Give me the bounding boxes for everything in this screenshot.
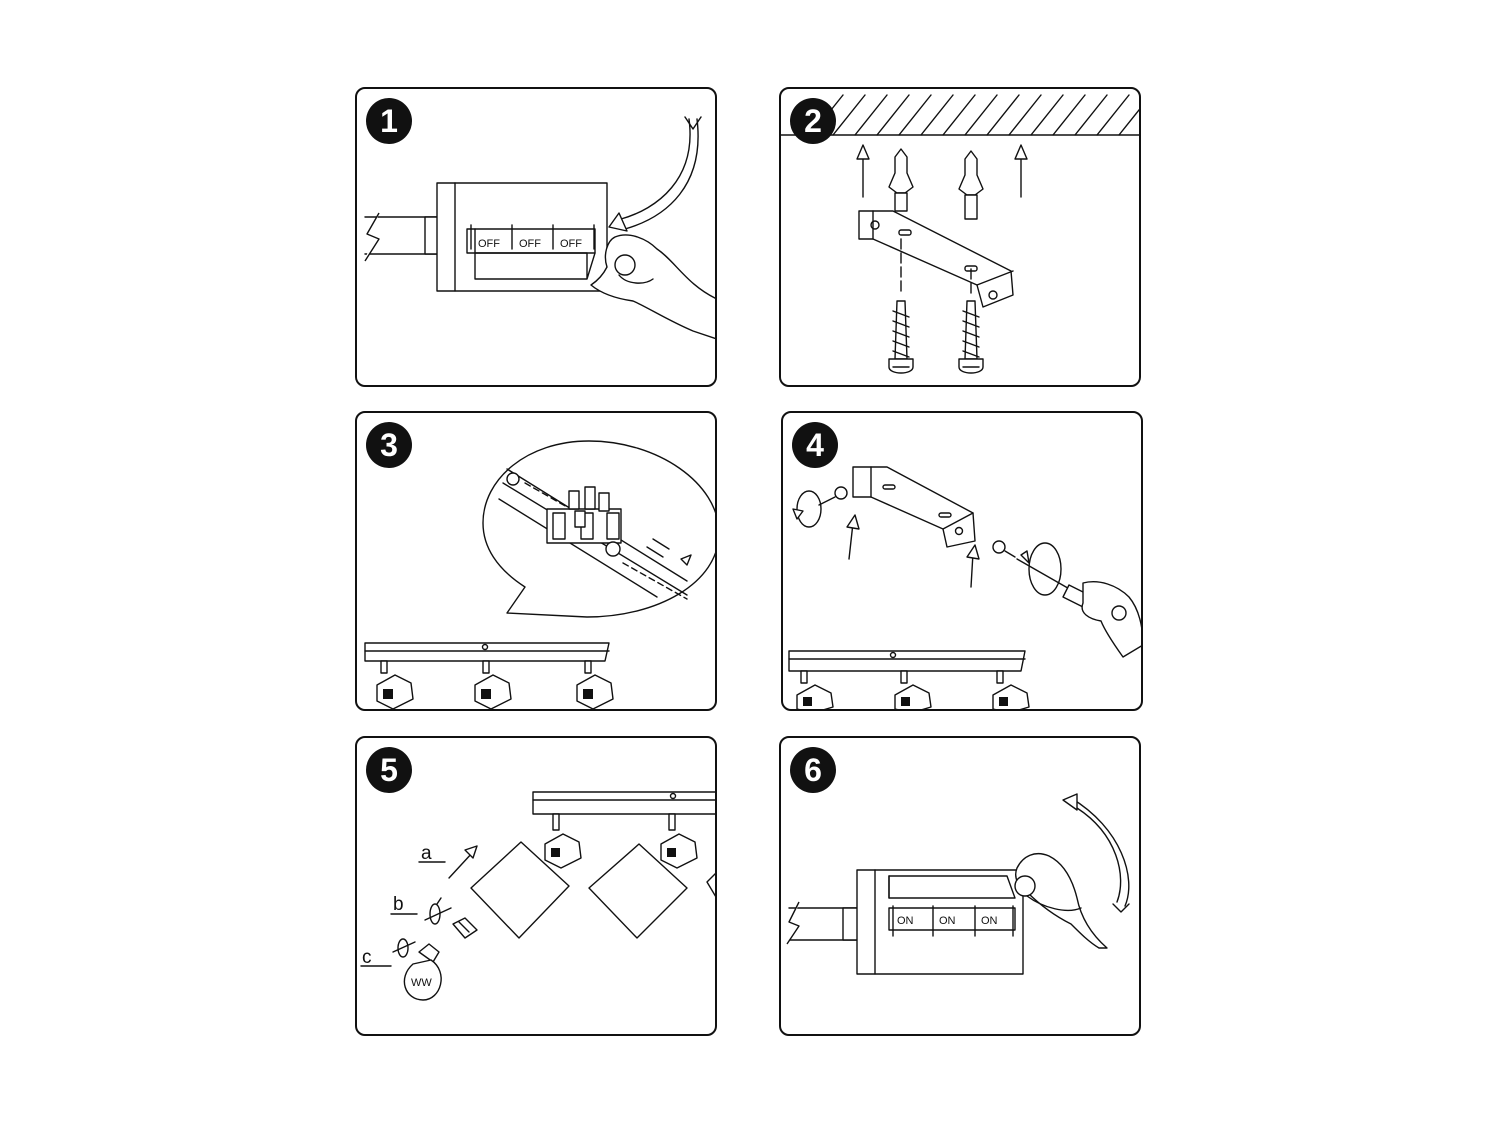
lamp-socket-icon	[474, 674, 512, 709]
spotlight-bar-icon	[788, 650, 1026, 684]
screw-icon	[992, 540, 1016, 558]
part-label-b: b	[393, 894, 404, 915]
step-number-badge: 5	[366, 747, 412, 793]
step-6-illustration: ON ON ON	[786, 793, 1130, 975]
wall-plug-icon	[888, 148, 914, 212]
lamp-socket-icon	[576, 674, 614, 709]
lamp-socket-icon	[660, 833, 698, 869]
step-5-panel: 5 a b c	[355, 736, 717, 1036]
switch-label-1: OFF	[478, 238, 500, 250]
switch-label-3: OFF	[560, 238, 582, 250]
breaker-box-icon: ON ON ON	[856, 869, 1024, 975]
terminal-block-icon	[498, 468, 692, 600]
step-number-badge: 1	[366, 98, 412, 144]
breaker-box-icon: OFF OFF OFF	[436, 182, 608, 292]
lamp-socket-icon	[376, 674, 414, 709]
switch-label-3: ON	[981, 915, 998, 927]
step-number-badge: 2	[790, 98, 836, 144]
up-arrow-icon	[970, 552, 974, 588]
svg-text:WW: WW	[411, 977, 432, 989]
lampshade-icon	[588, 843, 688, 939]
part-label-a: a	[421, 843, 432, 864]
part-label-c: c	[362, 947, 372, 968]
lamp-socket-icon	[894, 684, 932, 709]
step-2-panel: 2	[779, 87, 1141, 387]
spotlight-bar-icon	[532, 791, 715, 831]
ring-icon	[424, 897, 478, 939]
step-number-badge: 6	[790, 747, 836, 793]
hand-icon	[1014, 852, 1108, 949]
lampshade-icon	[470, 841, 570, 939]
cable-break-icon	[786, 901, 800, 945]
step-4-panel: 4	[781, 411, 1143, 711]
mounting-bracket-icon	[858, 210, 1014, 308]
step-5-illustration: a b c WW	[360, 791, 715, 1001]
lampshade-icon	[706, 873, 715, 897]
lamp-socket-icon	[544, 833, 582, 869]
curved-arrow-icon	[1062, 793, 1130, 913]
step-1-illustration: OFF OFF OFF	[364, 116, 715, 340]
up-arrow-icon	[848, 522, 854, 560]
switch-label-2: ON	[939, 915, 956, 927]
wall-plug-icon	[958, 150, 984, 220]
arrow-icon	[448, 851, 474, 879]
hand-icon	[1081, 581, 1141, 658]
curved-arrow-icon	[608, 116, 702, 232]
lamp-socket-icon	[992, 684, 1030, 709]
spotlight-bar-icon	[364, 642, 610, 674]
step-1-panel: 1 OFF OFF OFF	[355, 87, 717, 387]
mounting-bracket-icon	[852, 466, 976, 548]
screw-icon	[888, 300, 914, 374]
step-3-illustration	[364, 440, 715, 709]
step-3-panel: 3	[355, 411, 717, 711]
hand-icon	[590, 234, 715, 340]
step-2-illustration	[781, 94, 1139, 374]
cable-break-icon	[364, 212, 380, 262]
switch-label-1: ON	[897, 915, 914, 927]
screw-icon	[958, 300, 984, 374]
light-bulb-icon: WW	[392, 938, 442, 1001]
lamp-socket-icon	[796, 684, 834, 709]
screw-icon	[792, 486, 848, 528]
step-6-panel: 6 ON ON ON	[779, 736, 1141, 1036]
switch-label-2: OFF	[519, 238, 541, 250]
step-4-illustration	[788, 466, 1141, 709]
step-number-badge: 4	[792, 422, 838, 468]
step-number-badge: 3	[366, 422, 412, 468]
